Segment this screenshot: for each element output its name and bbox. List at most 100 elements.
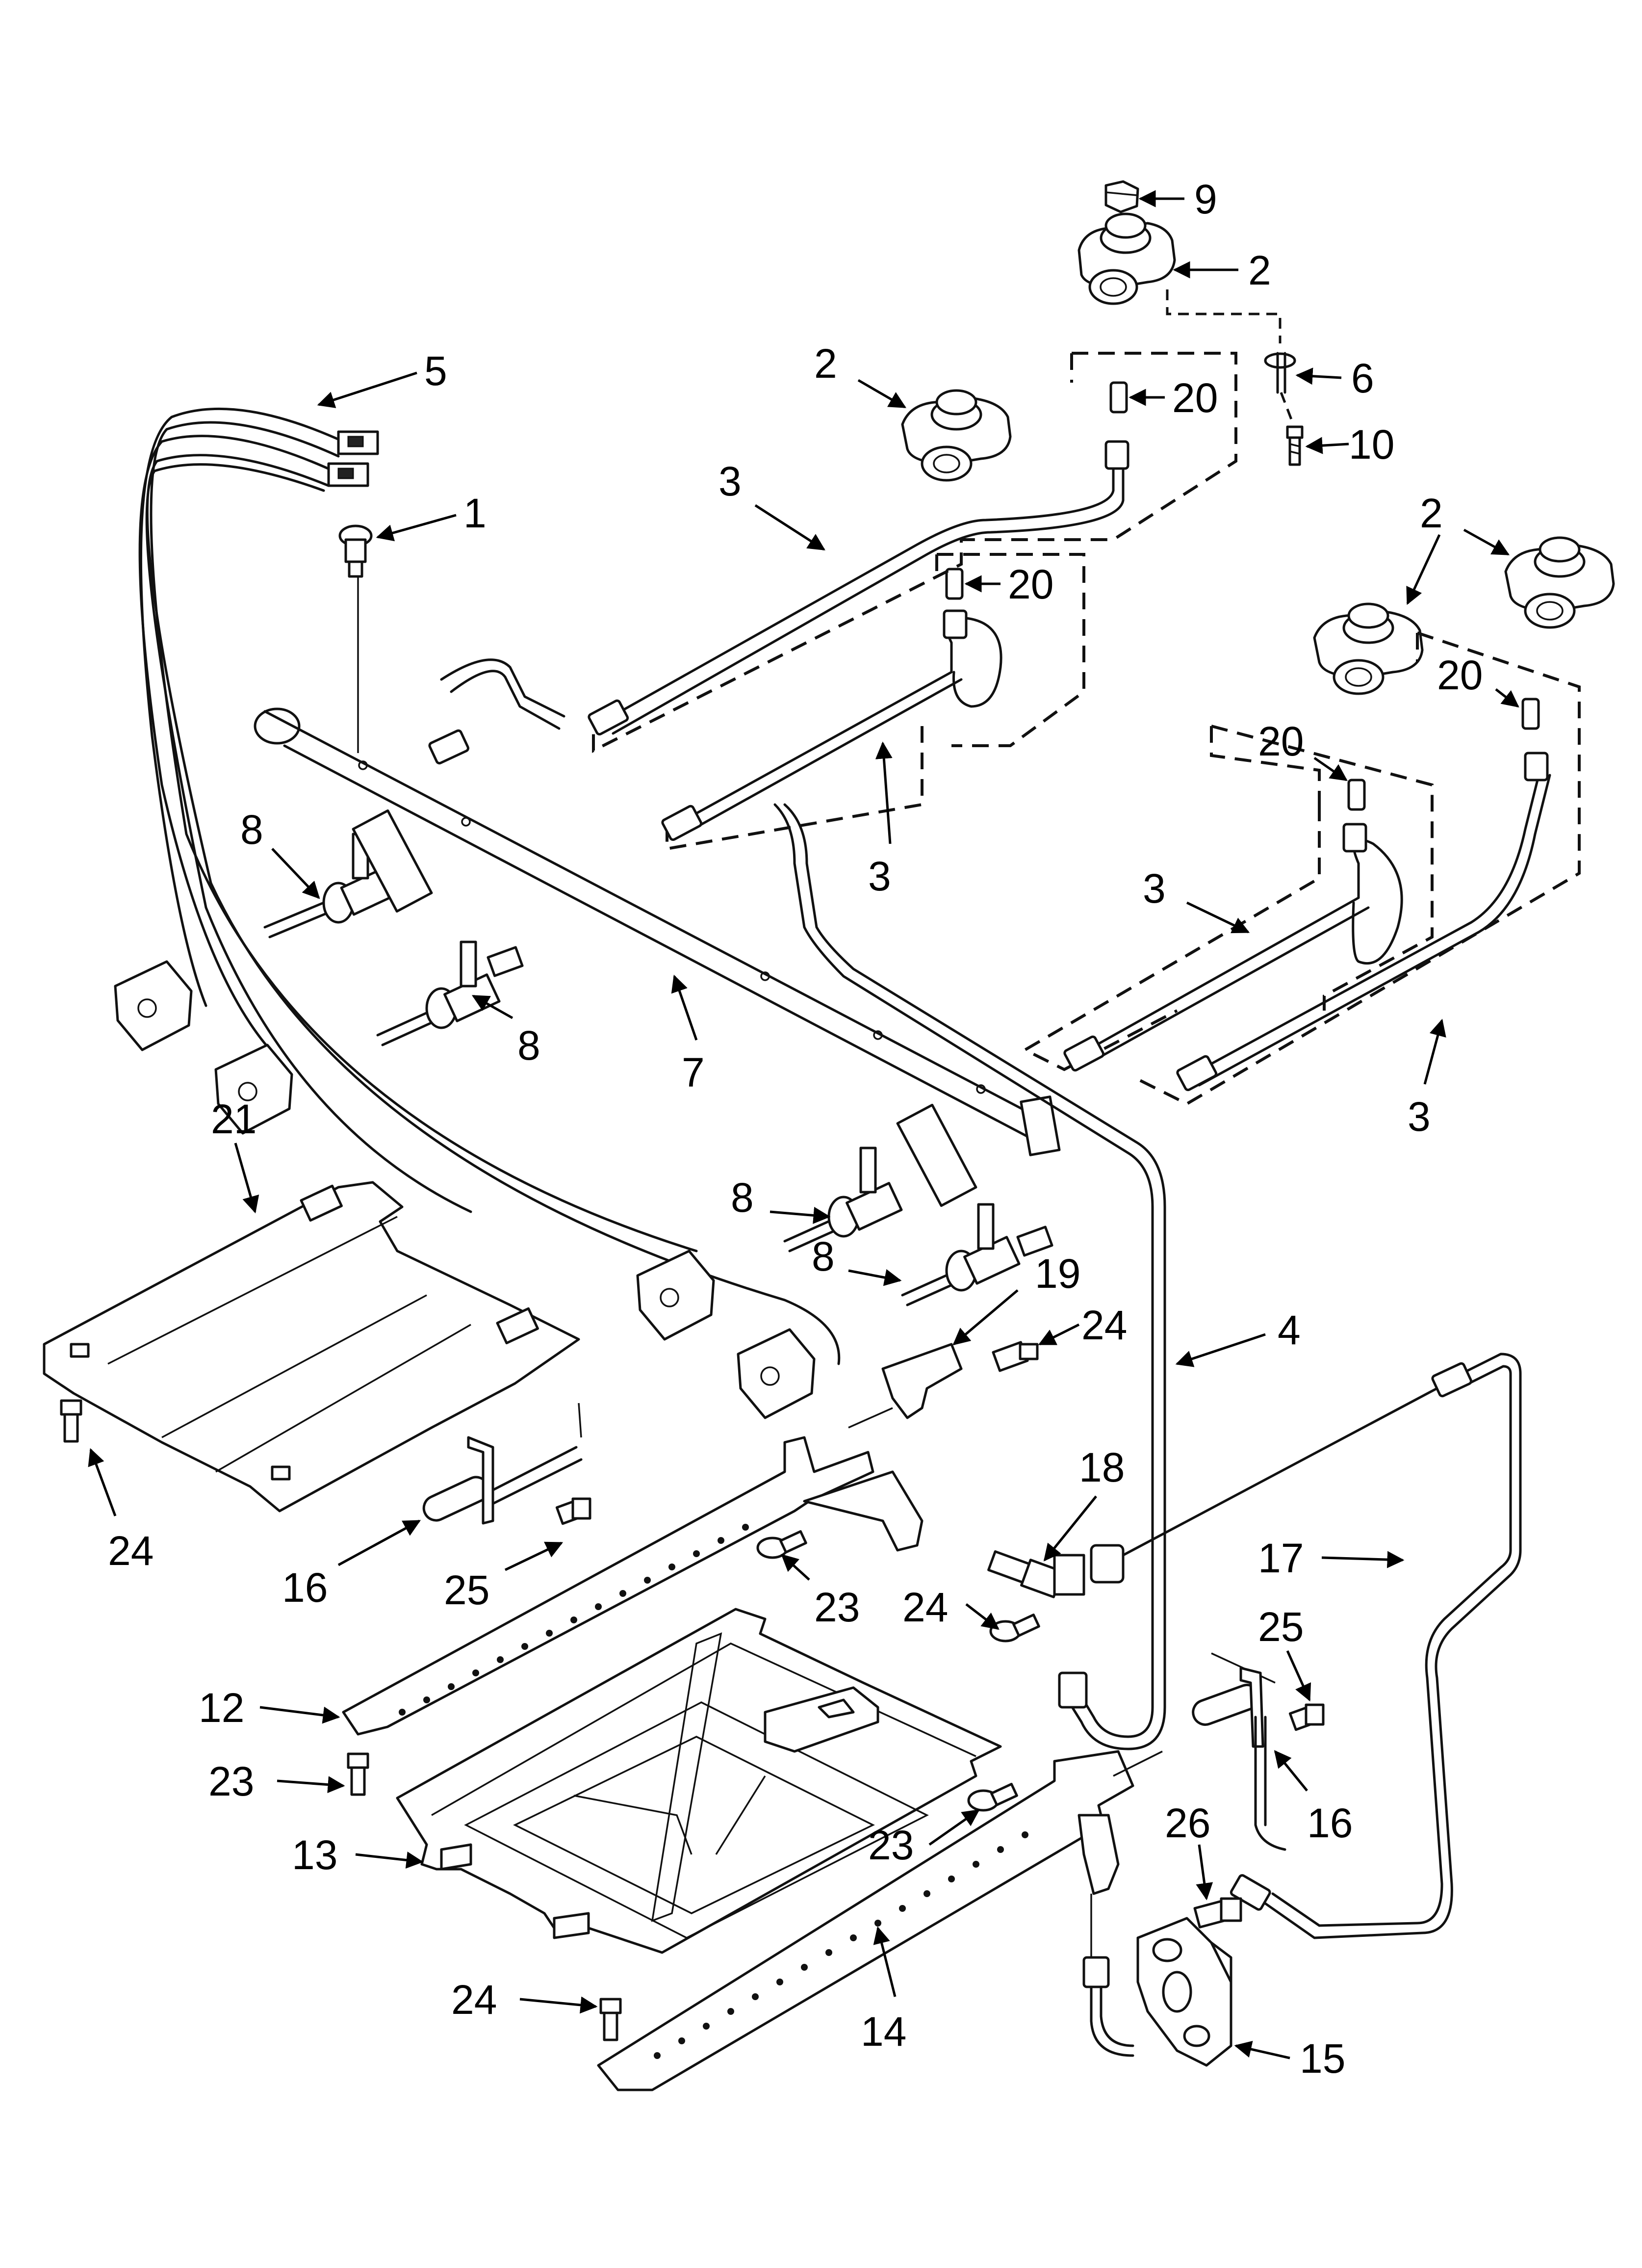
callout-label-19: 19 <box>1035 1251 1080 1297</box>
callout-21: 21 <box>211 1096 259 1214</box>
callout-label-9: 9 <box>1194 176 1217 222</box>
callout-2-right-a: 2 <box>1406 490 1443 605</box>
callout-label-13: 13 <box>292 1832 337 1878</box>
callout-label-25-right: 25 <box>1258 1604 1304 1650</box>
orifice-hood-part-18 <box>987 1387 1438 1598</box>
callout-16-left: 16 <box>282 1519 421 1611</box>
callout-3-middle: 3 <box>868 741 893 899</box>
burner-base-part-top <box>1078 212 1176 305</box>
igniter-part-left <box>422 1403 583 1525</box>
burner-base-plate-part <box>396 1608 1002 1954</box>
callout-10: 10 <box>1305 421 1394 468</box>
callout-4: 4 <box>1175 1307 1301 1367</box>
callout-8-a: 8 <box>240 807 320 899</box>
callout-label-20-lower: 20 <box>1258 718 1304 764</box>
callout-label-4: 4 <box>1278 1307 1301 1353</box>
callout-label-24-bottom: 24 <box>451 1977 497 2023</box>
callout-20-lower: 20 <box>1258 718 1348 782</box>
callout-13: 13 <box>292 1832 424 1878</box>
callout-label-7: 7 <box>682 1049 705 1095</box>
callout-label-2-middle: 2 <box>814 340 837 387</box>
callout-label-8-c: 8 <box>731 1174 754 1221</box>
valve-part-1 <box>263 809 433 938</box>
callout-24-left: 24 <box>88 1448 154 1574</box>
callout-7: 7 <box>671 974 705 1095</box>
screw-part-25-right <box>1288 1703 1325 1731</box>
callout-label-2-right-a: 2 <box>1420 490 1443 536</box>
screw-part-1 <box>338 524 373 578</box>
burner-part-12 <box>342 1436 924 1736</box>
burner-base-part-middle <box>901 389 1012 482</box>
callout-2-middle: 2 <box>814 340 907 409</box>
orifice-parts <box>945 381 1540 811</box>
callout-23-left: 23 <box>208 1758 345 1804</box>
callout-23-upper: 23 <box>781 1554 860 1630</box>
burner-part-14 <box>597 1750 1163 2091</box>
callout-label-24-lower-mid: 24 <box>902 1584 948 1630</box>
callout-18: 18 <box>1043 1444 1125 1562</box>
callout-label-3-upper: 3 <box>718 458 742 504</box>
callout-24-mid: 24 <box>1038 1302 1127 1348</box>
screw-part-24-mid <box>992 1341 1039 1372</box>
callout-label-23-upper: 23 <box>814 1584 860 1630</box>
bracket-part-19 <box>848 1343 963 1429</box>
manifold-pipe-part <box>254 707 1061 1156</box>
valve-part-4 <box>901 1203 1053 1306</box>
callout-15: 15 <box>1234 2035 1345 2082</box>
screw-part-25-left <box>555 1497 591 1525</box>
callout-label-23-left: 23 <box>208 1758 254 1804</box>
callout-label-24-mid: 24 <box>1081 1302 1127 1348</box>
wire-harness-part <box>138 407 841 1365</box>
callout-label-20-mid: 20 <box>1008 561 1053 607</box>
callout-label-5: 5 <box>424 348 447 394</box>
screw-part-24-bottom <box>599 1998 622 2041</box>
callout-label-12: 12 <box>199 1685 244 1731</box>
callout-9: 9 <box>1138 176 1217 222</box>
callout-25-left: 25 <box>444 1541 564 1613</box>
screw-part-24-left <box>60 1399 82 1443</box>
valve-part-2 <box>376 940 524 1046</box>
callout-label-26: 26 <box>1165 1800 1210 1846</box>
callout-3-upper: 3 <box>718 458 825 551</box>
callout-label-16-right: 16 <box>1307 1800 1353 1846</box>
pressure-regulator-part <box>1082 1917 1232 2067</box>
callout-24-bottom: 24 <box>451 1977 598 2023</box>
callout-24-lower-mid: 24 <box>902 1584 1000 1630</box>
callout-12: 12 <box>199 1685 340 1731</box>
callout-label-21: 21 <box>211 1096 257 1142</box>
callout-label-20-right: 20 <box>1437 652 1483 698</box>
parts-layer <box>43 180 1615 2091</box>
callout-25-right: 25 <box>1258 1604 1311 1702</box>
callout-17: 17 <box>1258 1535 1405 1581</box>
callout-label-17: 17 <box>1258 1535 1304 1581</box>
callout-label-1: 1 <box>463 490 487 536</box>
gas-tube-part-17 <box>1230 1353 1522 1939</box>
callout-label-2-right-b: 2 <box>1420 490 1443 536</box>
callout-label-8-b: 8 <box>517 1022 540 1069</box>
burner-base-part-right-2 <box>1504 536 1615 629</box>
screw-part-10 <box>1286 425 1304 466</box>
callout-8-b: 8 <box>471 994 540 1069</box>
callout-label-24-left: 24 <box>108 1528 154 1574</box>
callout-16-right: 16 <box>1274 1750 1353 1846</box>
callout-6: 6 <box>1295 355 1374 401</box>
callout-label-16-left: 16 <box>282 1564 328 1611</box>
callout-2-top: 2 <box>1173 247 1271 293</box>
switch-brackets <box>114 960 816 1419</box>
callout-20-right: 20 <box>1437 652 1519 708</box>
heat-shield-part <box>43 1181 580 1512</box>
igniter-part-right <box>1192 1652 1286 1851</box>
screw-part-23-left <box>347 1752 369 1796</box>
callout-label-10: 10 <box>1349 421 1394 468</box>
burner-base-part-right-1 <box>1313 602 1424 695</box>
callouts-layer: 1 2 2 2 2 3 3 <box>88 176 1519 2082</box>
callout-3-right: 3 <box>1143 865 1250 934</box>
igniter-electrode-part <box>1264 352 1296 422</box>
screw-part-23-upper <box>756 1530 807 1559</box>
callout-label-25-left: 25 <box>444 1567 489 1613</box>
callout-8-c: 8 <box>731 1174 831 1224</box>
callout-label-18: 18 <box>1079 1444 1125 1490</box>
callout-20-mid: 20 <box>964 561 1053 607</box>
callout-26: 26 <box>1165 1800 1213 1901</box>
callout-8-d: 8 <box>812 1233 902 1286</box>
